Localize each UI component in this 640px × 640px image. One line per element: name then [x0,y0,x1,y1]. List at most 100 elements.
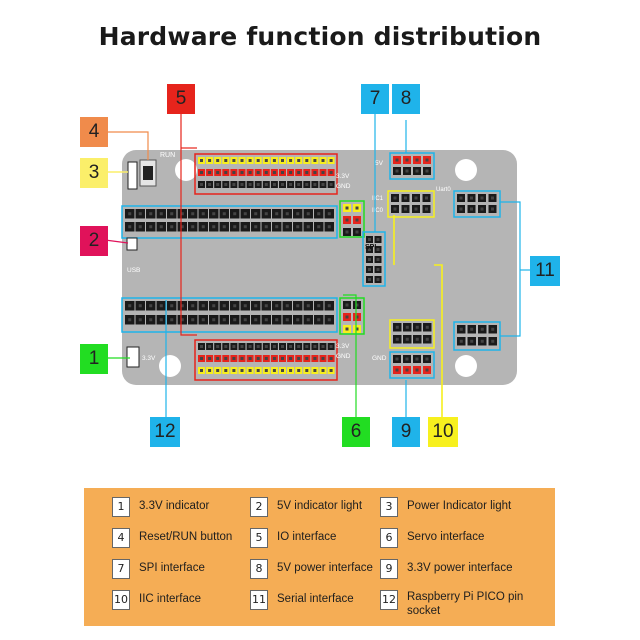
pico-pin-pin [180,304,184,308]
pico-pin-pin [201,318,205,322]
power-5v-pin-pin [395,169,399,173]
io-interface-bottom [194,339,338,381]
pico-pin-pin [327,225,331,229]
page-title: Hardware function distribution [98,22,542,51]
io-pin-yellow-pin [216,159,220,162]
pico-pin-pin [317,318,321,322]
run-label: RUN [160,152,175,159]
mount-hole [159,355,181,377]
pico-pin-pin [264,225,268,229]
pico-pin-pin [180,318,184,322]
pico-pin-pin [275,304,279,308]
power-5v-pin-pin [395,158,399,162]
pico-pin-pin [306,212,310,216]
io-pin-black-pin [216,345,220,348]
io-pin-yellow-pin [256,159,260,162]
spi-pin-pin [368,238,371,241]
serial-pin-pin [470,196,473,200]
io-pin-black-pin [240,345,244,348]
power-5v-pin-pin [425,158,429,162]
io-pin-yellow-pin [281,159,284,162]
io-pin-red-pin [256,357,260,360]
io-pin-yellow-pin [224,159,228,162]
legend-text: SPI interface [139,562,205,574]
power-5v-pin-pin [405,169,409,173]
io-pin-red-pin [208,357,212,360]
servo-interface [339,200,365,335]
io-pin-black-pin [281,345,284,348]
legend-text: 3.3V power interface [407,562,513,574]
io-pin-red-pin [329,171,333,174]
io-pin-yellow-pin [240,159,244,162]
power-3v3-pin-pin [395,357,399,361]
pico-pin-pin [254,318,258,322]
power-5v-pin-pin [415,169,419,173]
power-3v3-pin-pin [405,357,409,361]
pico-pin-pin [233,212,237,216]
mount-hole [455,355,477,377]
legend-num: 8 [250,559,268,579]
pico-pin-pin [296,212,300,216]
io-pin-black-pin [256,345,260,348]
io-pin-yellow-pin [224,369,228,372]
pico-pin-pin [212,304,216,308]
io-pin-red-pin [329,357,333,360]
pico-pin-pin [180,225,184,229]
serial-pin-pin [491,339,495,343]
serial-interface [453,190,501,351]
servo-pin-pin [355,327,359,331]
iic-pin-pin [395,325,399,329]
iic-pin-pin [414,196,418,200]
servo-pin-pin [355,206,359,210]
power-3v3-frame [389,351,435,379]
serial-pin-pin [480,196,484,200]
pico-pin-pin [191,212,195,216]
v33-bottom-label: 3.3V [336,343,350,350]
serial-pin-pin [459,207,463,211]
pico-pin-pin [212,212,216,216]
pico-pin-pin [159,318,163,322]
legend-text: Power Indicator light [407,500,512,512]
io-pin-red-pin [289,171,293,174]
io-pin-black-pin [305,345,309,348]
mount-hole [175,159,197,181]
pico-pin-pin [306,304,310,308]
pico-pin-pin [296,304,300,308]
io-pin-yellow-pin [200,159,203,162]
led-5v [126,237,138,251]
iic-pin-pin [414,207,418,211]
pico-pin-pin [317,212,321,216]
io-pin-black-pin [272,345,276,348]
io-pin-yellow-pin [321,159,325,162]
io-pin-black-pin [264,345,268,348]
pico-pin-pin [317,304,321,308]
label-4: 4 [80,117,108,147]
serial-pin-pin [470,327,474,331]
serial-pin-pin [480,207,484,211]
iic-pin-pin [405,337,409,341]
pico-pin-pin [327,212,331,216]
legend-text: Servo interface [407,531,485,543]
spi-pin-pin [376,268,380,271]
io-pin-black-pin [281,183,284,186]
servo-pin-pin [355,303,359,307]
io-pin-red-pin [313,357,317,360]
pico-pin-pin [233,225,237,229]
io-pin-red-pin [248,171,252,174]
io-pin-black-pin [305,183,309,186]
callout-line-10 [434,264,443,418]
pico-pin-pin [233,304,237,308]
pico-pin-pin [191,225,195,229]
io-pin-yellow-pin [297,369,301,372]
pico-pin-pin [243,212,247,216]
mount-hole [455,159,477,181]
reset-button-cap [143,166,153,180]
io-pin-black-pin [232,183,236,186]
io-pin-red-pin [216,171,220,174]
label-8: 8 [392,84,420,114]
